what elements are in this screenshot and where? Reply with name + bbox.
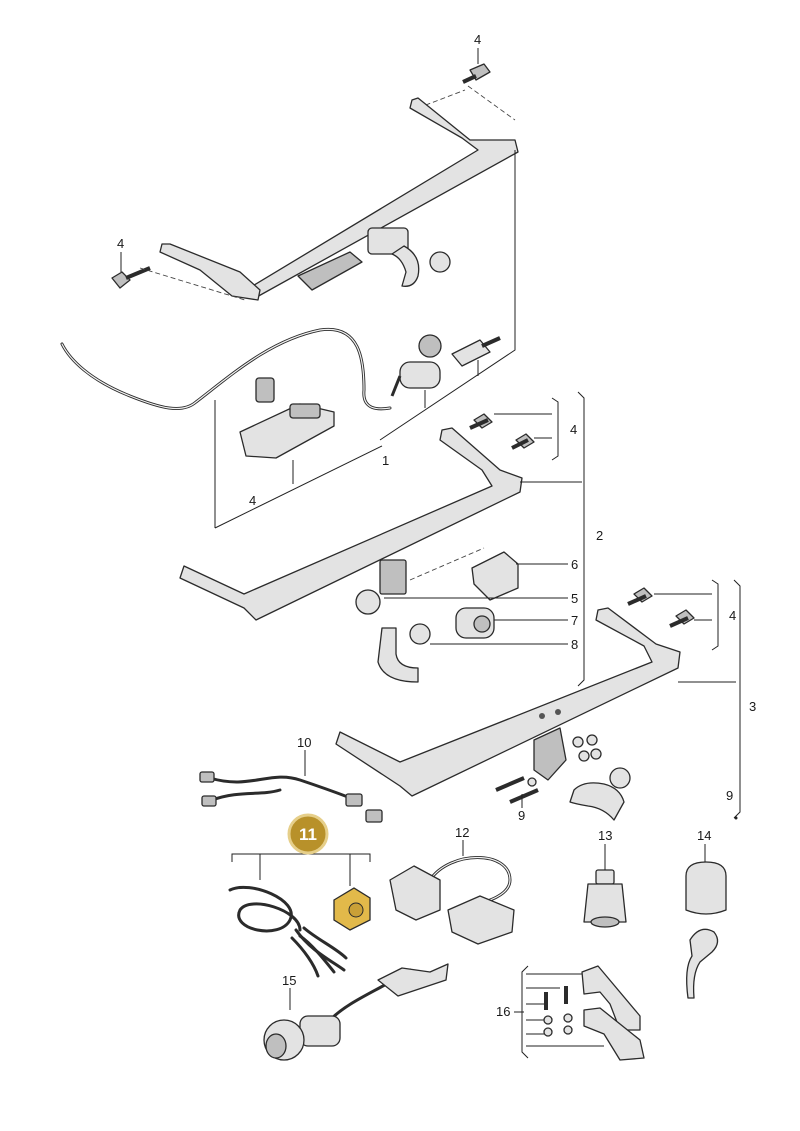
locking-sleeve[interactable] bbox=[451, 336, 501, 367]
carrier-cross-beam[interactable] bbox=[245, 97, 519, 299]
leader-1-left bbox=[214, 445, 383, 529]
callout-8[interactable]: 8 bbox=[571, 637, 578, 652]
bolt-top[interactable] bbox=[462, 63, 491, 84]
bracket-11 bbox=[231, 853, 371, 862]
dash-ref bbox=[467, 85, 516, 121]
item-11-group bbox=[228, 848, 371, 978]
extension-cable-12[interactable] bbox=[389, 856, 515, 945]
leader-1-right bbox=[379, 150, 516, 441]
ball-neck-8[interactable] bbox=[377, 623, 431, 683]
adapter-harness-10[interactable] bbox=[199, 771, 383, 823]
callout-14[interactable]: 14 bbox=[697, 828, 711, 843]
fixed-tow-bar-assembly bbox=[335, 579, 741, 821]
callout-15[interactable]: 15 bbox=[282, 973, 296, 988]
callout-4-left[interactable]: 4 bbox=[117, 236, 124, 251]
callout-4-right-low[interactable]: 4 bbox=[729, 608, 736, 623]
callout-9-bolts[interactable]: 9 bbox=[518, 808, 525, 823]
dash-ref bbox=[409, 547, 485, 581]
bracket-4-low bbox=[711, 579, 719, 651]
callout-13[interactable]: 13 bbox=[598, 828, 612, 843]
callout-11: 11 bbox=[299, 825, 317, 844]
clamp-7[interactable] bbox=[455, 607, 495, 639]
callout-3[interactable]: 3 bbox=[749, 699, 756, 714]
tow-bar-beam-mid[interactable] bbox=[179, 427, 523, 621]
callout-4-mid[interactable]: 4 bbox=[249, 493, 256, 508]
socket-cover-6[interactable] bbox=[471, 551, 519, 601]
plug-13[interactable] bbox=[583, 869, 627, 928]
tow-bar-carrier-assembly bbox=[60, 48, 519, 529]
coupling-head-top[interactable] bbox=[297, 227, 451, 291]
callout-9-right[interactable]: 9 bbox=[726, 788, 733, 803]
socket-adapter-15[interactable] bbox=[263, 963, 449, 1061]
nuts-and-washers[interactable] bbox=[572, 734, 602, 762]
callout-5[interactable]: 5 bbox=[571, 591, 578, 606]
harness-connector[interactable] bbox=[255, 377, 275, 403]
callout-1[interactable]: 1 bbox=[382, 453, 389, 468]
callout-7[interactable]: 7 bbox=[571, 613, 578, 628]
bracket-4-mid bbox=[551, 397, 559, 461]
callout-6[interactable]: 6 bbox=[571, 557, 578, 572]
bolt-mid-a[interactable] bbox=[469, 413, 493, 430]
wiring-harness-cable[interactable] bbox=[60, 327, 392, 411]
bracket-2 bbox=[577, 391, 585, 687]
bolt-mid-b[interactable] bbox=[511, 433, 535, 450]
callout-2[interactable]: 2 bbox=[596, 528, 603, 543]
ball-cover-14[interactable] bbox=[685, 861, 727, 999]
tow-bar-beam-low[interactable] bbox=[335, 607, 681, 797]
connector-housing-11[interactable] bbox=[333, 887, 371, 931]
bolt-low-a[interactable] bbox=[627, 587, 653, 606]
mounting-bracket-kit-16[interactable] bbox=[521, 965, 645, 1061]
callout-4-top[interactable]: 4 bbox=[474, 32, 481, 47]
bolt-low-b[interactable] bbox=[669, 609, 695, 628]
release-actuator[interactable] bbox=[390, 334, 442, 397]
bracket-3 bbox=[733, 579, 741, 819]
callout-16[interactable]: 16 bbox=[496, 1004, 510, 1019]
bolt-left[interactable] bbox=[111, 266, 151, 289]
tow-bar-center-carrier[interactable] bbox=[355, 559, 407, 615]
ball-neck-fixed[interactable] bbox=[569, 767, 631, 821]
dash-ref bbox=[139, 267, 246, 301]
bolts-9[interactable] bbox=[495, 776, 539, 804]
callout-12[interactable]: 12 bbox=[455, 825, 469, 840]
carrier-left-arm[interactable] bbox=[159, 243, 261, 301]
tow-bar-center-bracket-low[interactable] bbox=[533, 709, 567, 781]
detachable-tow-bar-assembly bbox=[179, 391, 585, 687]
wiring-loom-11[interactable] bbox=[228, 885, 348, 978]
callout-10[interactable]: 10 bbox=[297, 735, 311, 750]
control-unit-tray[interactable] bbox=[239, 403, 335, 459]
callout-4-right-mid[interactable]: 4 bbox=[570, 422, 577, 437]
callout-11-badge[interactable]: 11 bbox=[287, 813, 329, 855]
